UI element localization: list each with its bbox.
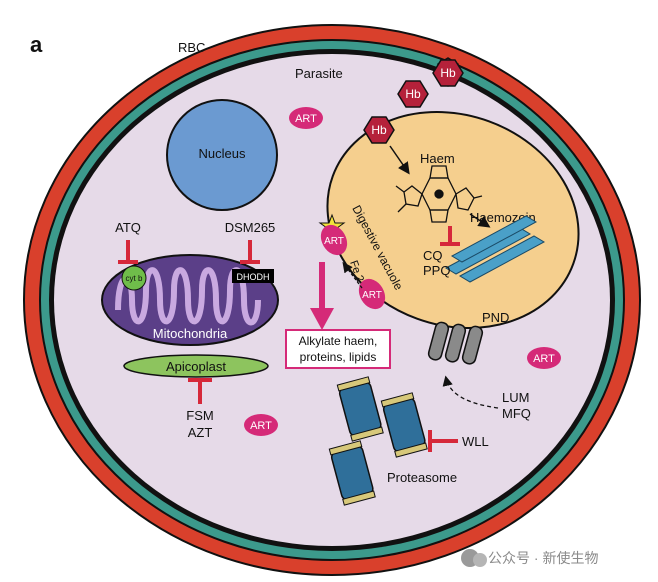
cyt-b-label: cyt b [126, 274, 143, 283]
fsm-azt-inhibitor [188, 378, 212, 404]
watermark: 公众号 · 新使生物 [461, 549, 598, 567]
atq-inhibitor [118, 240, 138, 264]
hb-molecule: Hb [363, 116, 395, 144]
pnd-label: PND [482, 310, 509, 325]
art-label: ART [324, 236, 344, 247]
lum-label: LUM [502, 390, 529, 405]
alkylate-line1: Alkylate haem, [299, 334, 378, 348]
haem-label: Haem [420, 151, 455, 166]
dsm265-inhibitor [240, 240, 260, 264]
art-molecule: ART [289, 107, 323, 129]
proteasome [328, 440, 376, 506]
dhodh-box [232, 269, 274, 283]
apicoplast [123, 354, 269, 378]
art-molecule: ART [320, 224, 348, 256]
mfq-label: MFQ [502, 406, 531, 421]
wll-label: WLL [462, 434, 489, 449]
ppq-label: PPQ [423, 263, 450, 278]
panel-label: a [30, 32, 43, 57]
azt-label: AZT [188, 425, 213, 440]
rbc-label: RBC [178, 40, 205, 55]
dsm265-label: DSM265 [225, 220, 276, 235]
apicoplast-label: Apicoplast [166, 359, 226, 374]
art-label: ART [362, 290, 382, 301]
proteasome-label: Proteasome [387, 470, 457, 485]
proteasome [336, 376, 384, 442]
cyt-b-complex [121, 265, 147, 291]
art-molecule: ART [358, 278, 386, 310]
hb-label: Hb [440, 66, 456, 80]
art-molecule: ART [244, 414, 278, 436]
lum-mfq-arrow [442, 375, 499, 409]
art-label: ART [533, 353, 555, 365]
art-label: ART [295, 113, 317, 125]
mitochondria-cristae [115, 267, 261, 326]
hb-molecule: Hb [432, 57, 464, 87]
mitochondria-label: Mitochondria [153, 326, 228, 341]
haem-structure-icon [395, 165, 483, 223]
hb-molecule: Hb [397, 80, 429, 108]
watermark-text: 公众号 · 新使生物 [488, 550, 598, 566]
dhodh-label: DHODH [237, 272, 270, 282]
nucleus-label: Nucleus [199, 146, 246, 161]
wll-inhibitor [428, 430, 458, 452]
alkylate-box [285, 329, 391, 369]
parasite-label: Parasite [295, 66, 343, 81]
hb-label: Hb [405, 87, 421, 101]
digestive-vacuole [326, 111, 580, 329]
haem-to-haemozoin-arrow [469, 213, 491, 228]
pnd-transporter [427, 321, 484, 365]
art-molecule: ART [527, 347, 561, 369]
nucleus [166, 99, 278, 211]
haemozoin-crystals [444, 215, 546, 283]
proteasome [380, 392, 428, 458]
fe-activation-arrow [342, 261, 363, 289]
cq-ppq-inhibitor [440, 226, 460, 246]
hb-label: Hb [371, 123, 387, 137]
art-label: ART [250, 420, 272, 432]
alkylation-arrowhead [310, 308, 334, 330]
fsm-label: FSM [186, 408, 213, 423]
alkylate-line2: proteins, lipids [300, 350, 377, 364]
cq-label: CQ [423, 248, 443, 263]
atq-label: ATQ [115, 220, 141, 235]
hb-to-haem-arrow [389, 145, 410, 175]
